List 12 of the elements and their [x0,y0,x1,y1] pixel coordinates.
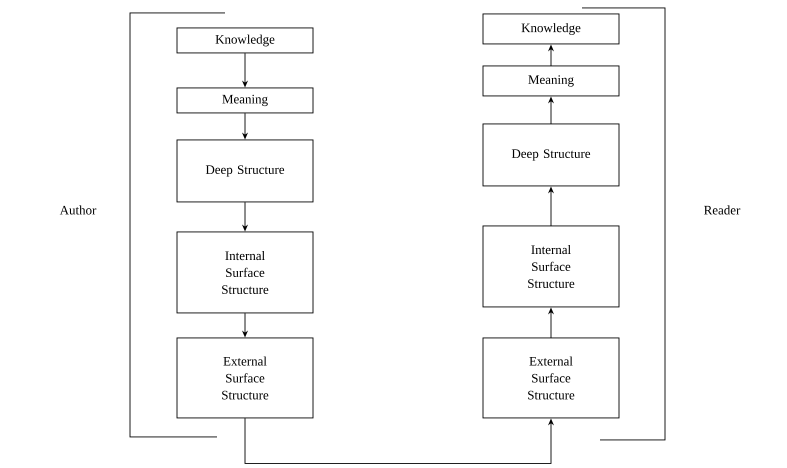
process-box: Internal Surface Structure [482,226,620,308]
side-label: Author [60,205,96,215]
process-box: External Surface Structure [176,338,314,418]
process-box: Deep Structure [176,140,314,202]
process-box: External Surface Structure [482,338,620,418]
process-box: Meaning [176,88,314,114]
process-box: Deep Structure [482,124,620,186]
process-box: Meaning [482,66,620,96]
process-box: Knowledge [176,28,314,54]
side-label: Reader [704,205,740,215]
process-box: Knowledge [482,14,620,44]
process-box: Internal Surface Structure [176,232,314,314]
